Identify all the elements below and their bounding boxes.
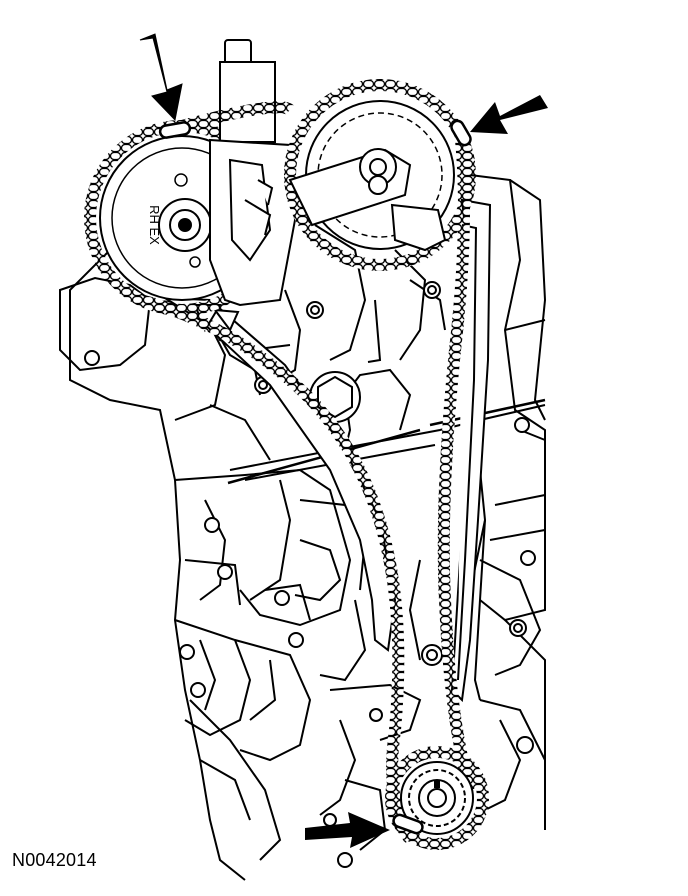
bolt-holes: [85, 282, 535, 867]
crankshaft-sprocket: [391, 752, 483, 844]
chain-guide: [452, 200, 490, 700]
intake-cam-sprocket: [290, 85, 470, 265]
arrow-exhaust-cam-link: [140, 34, 182, 120]
figure-id-label: N0042014: [12, 850, 97, 870]
marked-link-intake: [449, 119, 472, 148]
marked-link-crank: [392, 813, 424, 835]
arrow-intake-cam-link: [470, 95, 548, 134]
marked-chain-links: [159, 119, 473, 835]
vct-solenoid: [210, 40, 295, 305]
sprocket-stamp: RH EX: [147, 205, 162, 245]
timing-chain: [140, 107, 470, 840]
arrow-crank-link: [305, 812, 390, 848]
marked-link-exhaust: [159, 121, 191, 138]
section-lines: [228, 400, 545, 483]
